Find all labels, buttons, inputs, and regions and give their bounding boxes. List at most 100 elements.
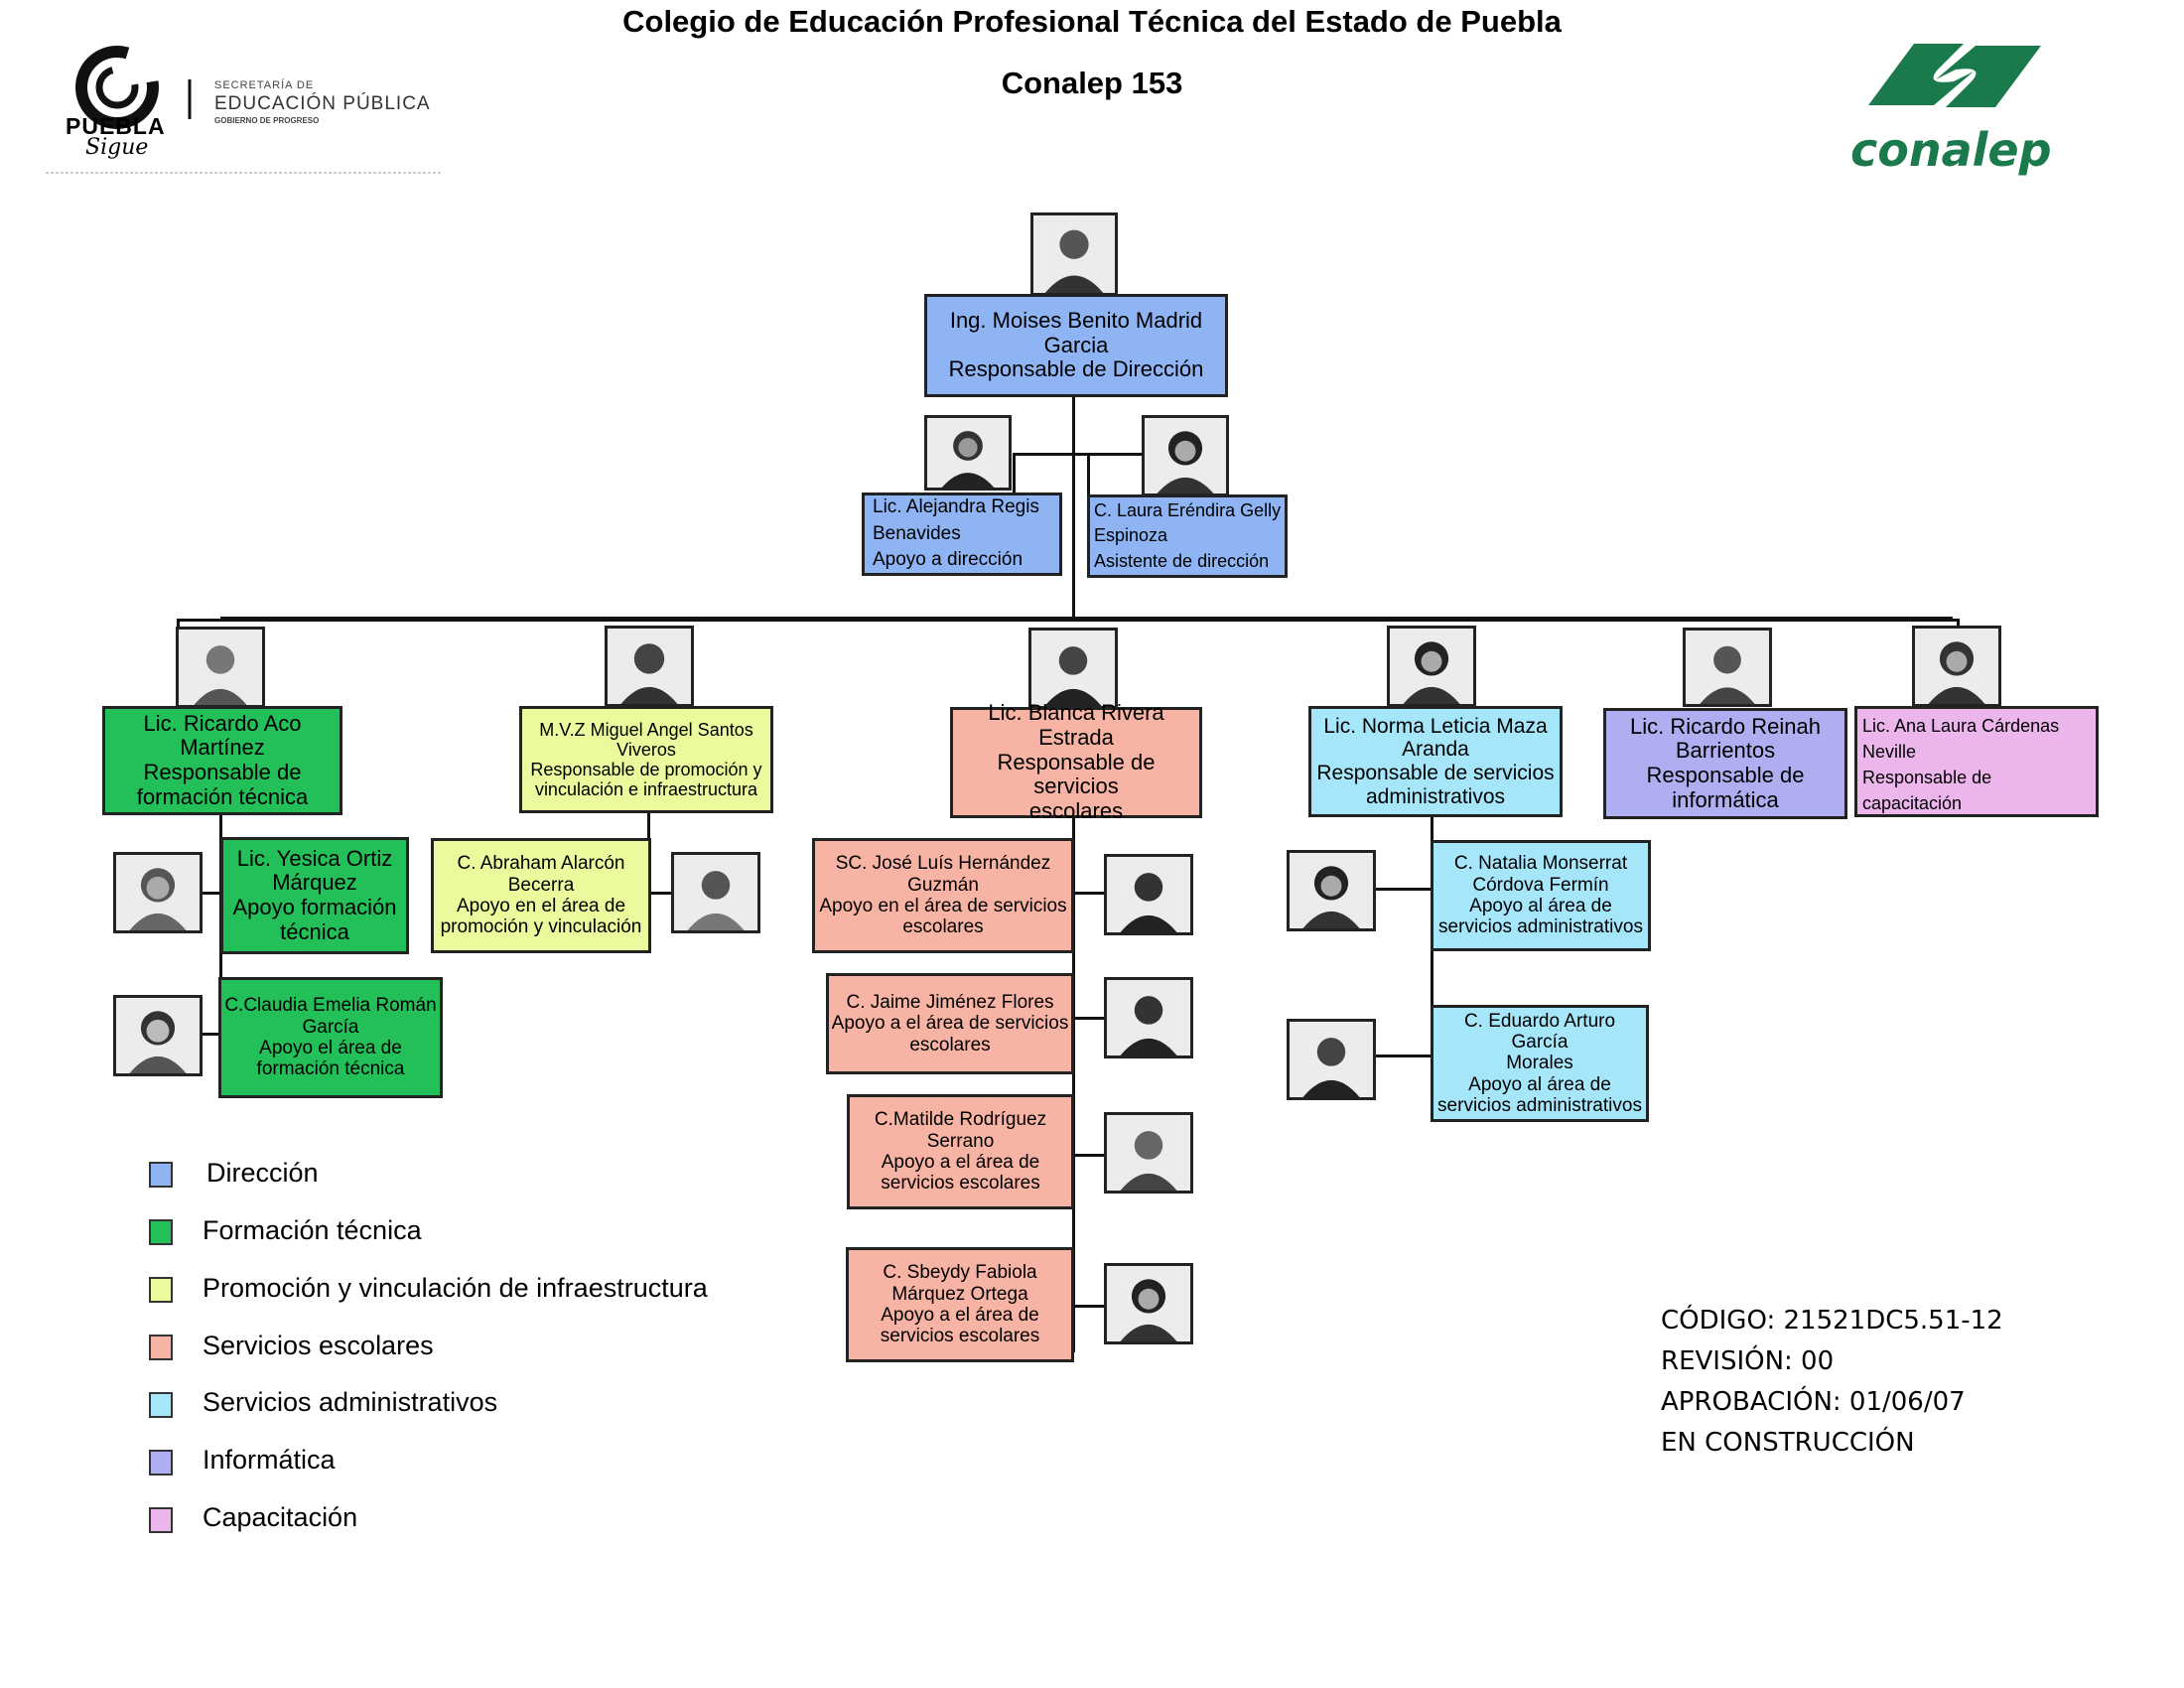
ft-head-name-1: Lic. Ricardo Aco [143, 710, 302, 736]
sa-1-name-2: Córdova Fermín [1472, 874, 1609, 896]
sa-1-role-1: Apoyo al área de [1469, 896, 1612, 916]
ft-2-name-2: García [302, 1016, 359, 1038]
person-icon [194, 645, 247, 705]
inf-head-name-2: Barrientos [1675, 738, 1776, 764]
document-info: CÓDIGO: 21521DC5.51-12 REVISIÓN: 00 APRO… [1661, 1301, 2003, 1464]
ft-2-role-2: formación técnica [256, 1058, 405, 1080]
person-icon [1120, 996, 1177, 1055]
sa-2-role-2: servicios administrativos [1437, 1094, 1642, 1116]
legend-label-informatica: Informática [203, 1445, 336, 1475]
page-subtitle: Conalep 153 [1001, 66, 1183, 100]
connector [1013, 453, 1016, 496]
pv-1-role-2: promoción y vinculación [440, 916, 642, 938]
cap-head-name-2: Neville [1862, 742, 1917, 763]
person-icon [1928, 641, 1985, 704]
legend-swatch-direccion [149, 1162, 173, 1188]
se-2-role-1: Apoyo a el área de servicios [831, 1013, 1069, 1035]
apoyo1-photo [924, 415, 1012, 491]
connector [1072, 816, 1075, 1352]
person-icon [129, 868, 187, 930]
conalep-logo: conalep [1850, 36, 2053, 185]
pv-head-role-1: Responsable de promoción y [530, 760, 762, 779]
se-4-role-1: Apoyo a el área de [881, 1305, 1039, 1326]
doc-codigo: CÓDIGO: 21521DC5.51-12 [1661, 1306, 2003, 1336]
inf-head-name-1: Lic. Ricardo Reinah [1630, 713, 1821, 739]
pv-1-name-1: C. Abraham Alarcón [457, 853, 625, 875]
legend-label-capacitacion: Capacitación [203, 1502, 358, 1532]
person-icon [1302, 866, 1360, 928]
sep-line1: SECRETARÍA DE [214, 79, 315, 91]
se-head-photo [1028, 628, 1118, 709]
cap-head-box: Lic. Ana Laura Cárdenas Neville Responsa… [1854, 706, 2099, 817]
connector [1087, 453, 1090, 496]
ft-head-box: Lic. Ricardo Aco Martínez Responsable de… [102, 706, 342, 815]
sa-2-name-1: C. Eduardo Arturo García [1463, 1010, 1616, 1054]
ft-1-box: Lic. Yesica Ortiz Márquez Apoyo formació… [220, 837, 409, 954]
apoyo1-name-2: Benavides [873, 522, 961, 544]
person-icon [620, 643, 678, 704]
pv-1-photo [671, 852, 760, 933]
legend-swatch-servicios-administrativos [149, 1392, 173, 1418]
legend-label-formacion: Formación técnica [203, 1215, 422, 1245]
doc-aprobacion: APROBACIÓN: 01/06/07 [1661, 1387, 1966, 1417]
doc-estado: EN CONSTRUCCIÓN [1661, 1428, 1915, 1458]
sa-1-box: C. Natalia Monserrat Córdova Fermín Apoy… [1431, 840, 1651, 951]
person-icon [1700, 645, 1755, 704]
apoyo2-photo [1142, 415, 1229, 496]
connector [1072, 892, 1104, 895]
puebla-sep-logo: PUEBLA Sigue SECRETARÍA DE EDUCACIÓN PÚB… [46, 36, 443, 177]
connector [177, 619, 1959, 622]
conalep-mark-icon [1868, 44, 2041, 107]
sa-head-photo [1387, 626, 1476, 707]
ft-head-role-1: Responsable de [143, 760, 302, 784]
person-icon [1302, 1038, 1360, 1097]
se-3-role-1: Apoyo a el área de [881, 1152, 1040, 1173]
sa-head-name-2: Aranda [1402, 738, 1469, 762]
sa-1-name-1: C. Natalia Monserrat [1453, 853, 1628, 875]
se-4-photo [1104, 1263, 1193, 1344]
se-3-role-2: servicios escolares [881, 1173, 1040, 1195]
se-1-role-2: escolares [902, 916, 984, 938]
sa-head-role-1: Responsable de servicios [1316, 762, 1555, 784]
pv-head-box: M.V.Z Miguel Angel Santos Viveros Respon… [519, 706, 773, 813]
person-icon [1120, 1131, 1177, 1191]
ft-1-role-2: técnica [280, 918, 349, 944]
se-head-name-1: Lic. Blanca Rivera [988, 700, 1164, 726]
apoyo2-name-2: Espinoza [1094, 525, 1168, 546]
cap-head-photo [1912, 626, 2001, 707]
sa-2-box: C. Eduardo Arturo García Morales Apoyo a… [1431, 1005, 1649, 1122]
se-1-photo [1104, 854, 1193, 935]
connector [1013, 453, 1154, 456]
ft-1-name-2: Márquez [272, 870, 357, 896]
inf-head-role-2: informática [1672, 786, 1779, 812]
sa-head-role-2: administrativos [1365, 784, 1506, 808]
connector [647, 812, 650, 842]
legend-label-direccion: Dirección [206, 1158, 319, 1188]
pv-head-role-2: vinculación e infraestructura [534, 779, 758, 800]
connector [220, 617, 1953, 620]
ft-2-role-1: Apoyo el área de [259, 1038, 402, 1058]
se-head-name-2: Estrada [1038, 725, 1114, 751]
person-icon [1403, 641, 1460, 704]
connector [647, 892, 671, 895]
se-2-photo [1104, 977, 1193, 1058]
legend-label-servicios-administrativos: Servicios administrativos [203, 1387, 498, 1417]
inf-head-box: Lic. Ricardo Reinah Barrientos Responsab… [1603, 708, 1847, 819]
se-1-box: SC. José Luís Hernández Guzmán Apoyo en … [812, 838, 1074, 953]
director-box: Ing. Moises Benito Madrid Garcia Respons… [924, 294, 1228, 397]
connector [1072, 393, 1075, 620]
person-icon [941, 431, 995, 488]
legend-swatch-servicios-escolares [149, 1335, 173, 1360]
cap-head-name-1: Lic. Ana Laura Cárdenas [1862, 716, 2060, 736]
legend-swatch-capacitacion [149, 1507, 173, 1533]
ft-2-name-1: C.Claudia Emelia Román [224, 995, 437, 1017]
se-4-box: C. Sbeydy Fabiola Márquez Ortega Apoyo a… [846, 1247, 1074, 1362]
ft-1-name-1: Lic. Yesica Ortiz [236, 845, 393, 871]
se-1-name-2: Guzmán [907, 874, 979, 896]
sa-2-photo [1287, 1019, 1376, 1100]
apoyo2-box: C. Laura Eréndira Gelly Espinoza Asisten… [1087, 494, 1288, 578]
doc-revision: REVISIÓN: 00 [1661, 1346, 1835, 1376]
apoyo2-name-1: C. Laura Eréndira Gelly [1094, 500, 1282, 521]
sigue-word: Sigue [85, 135, 149, 160]
legend-swatch-promocion [149, 1277, 173, 1303]
